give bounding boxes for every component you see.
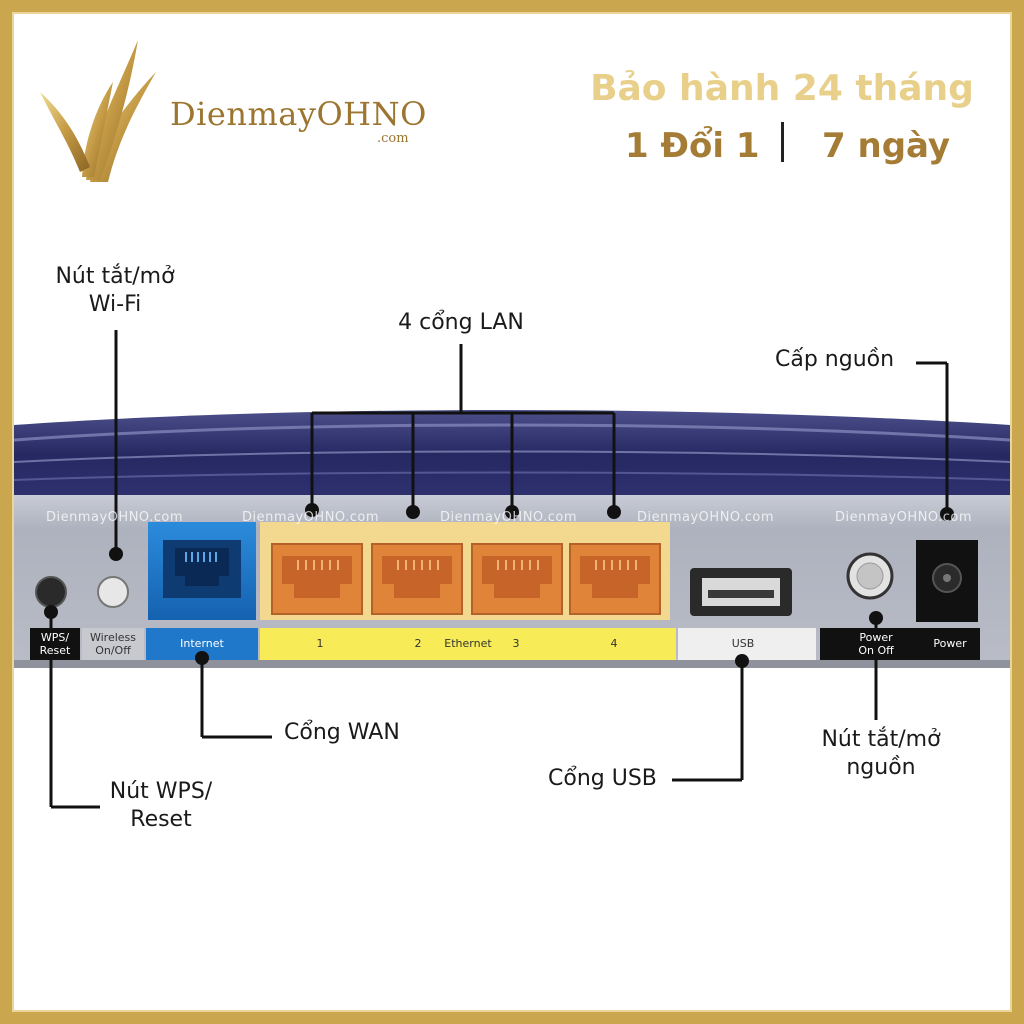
callout-power-supply: Cấp nguồn bbox=[775, 347, 895, 372]
label-reset-line: Reset bbox=[39, 644, 71, 657]
callout-lan: 4 cổng LAN bbox=[398, 310, 524, 335]
exchange-days: 7 ngày bbox=[822, 126, 951, 166]
label-power-line: Power bbox=[859, 631, 893, 644]
callout-line: Nút tắt/mở bbox=[821, 727, 941, 752]
callout-power-toggle: Nút tắt/mở nguồn bbox=[806, 726, 956, 782]
label-lan-4: 4 bbox=[610, 637, 618, 650]
exchange-separator bbox=[781, 122, 784, 162]
callout-wps-reset: Nút WPS/ Reset bbox=[96, 778, 226, 834]
label-onoff-line: On/Off bbox=[95, 644, 131, 657]
brand-domain: .com bbox=[377, 131, 409, 146]
watermark: DienmayOHNO.com bbox=[637, 510, 775, 525]
brand-logo-icon bbox=[40, 40, 156, 182]
label-lan-1: 1 bbox=[316, 637, 324, 650]
watermark: DienmayOHNO.com bbox=[242, 510, 380, 525]
brand-name: DienmayOHNO bbox=[170, 95, 427, 133]
callout-line: nguồn bbox=[846, 755, 916, 780]
callout-usb: Cổng USB bbox=[548, 766, 657, 791]
label-wps-reset: WPS/ Reset bbox=[30, 631, 80, 657]
label-ethernet: Ethernet bbox=[444, 637, 492, 650]
callout-wifi-toggle: Nút tắt/mở Wi-Fi bbox=[40, 263, 190, 319]
label-internet: Internet bbox=[180, 637, 224, 650]
watermark: DienmayOHNO.com bbox=[440, 510, 578, 525]
label-power-switch: Power On Off bbox=[840, 631, 912, 657]
callout-line: Nút tắt/mở bbox=[55, 264, 175, 289]
label-usb: USB bbox=[731, 637, 755, 650]
watermark: DienmayOHNO.com bbox=[46, 510, 184, 525]
watermark: DienmayOHNO.com bbox=[835, 510, 973, 525]
exchange-policy: 1 Đổi 1 bbox=[625, 126, 760, 166]
label-wireless: Wireless On/Off bbox=[82, 631, 144, 657]
label-lan-2: 2 bbox=[414, 637, 422, 650]
label-power: Power bbox=[933, 637, 967, 650]
callout-line: Wi-Fi bbox=[88, 292, 142, 317]
callout-wan: Cổng WAN bbox=[284, 720, 400, 745]
label-lan-3: 3 bbox=[512, 637, 520, 650]
label-onoff-line: On Off bbox=[858, 644, 894, 657]
callout-line: Nút WPS/ bbox=[109, 779, 213, 804]
label-wps-line: WPS/ bbox=[40, 631, 70, 644]
callout-line: Reset bbox=[130, 807, 192, 832]
label-wireless-line: Wireless bbox=[89, 631, 137, 644]
warranty-title: Bảo hành 24 tháng bbox=[590, 68, 974, 109]
